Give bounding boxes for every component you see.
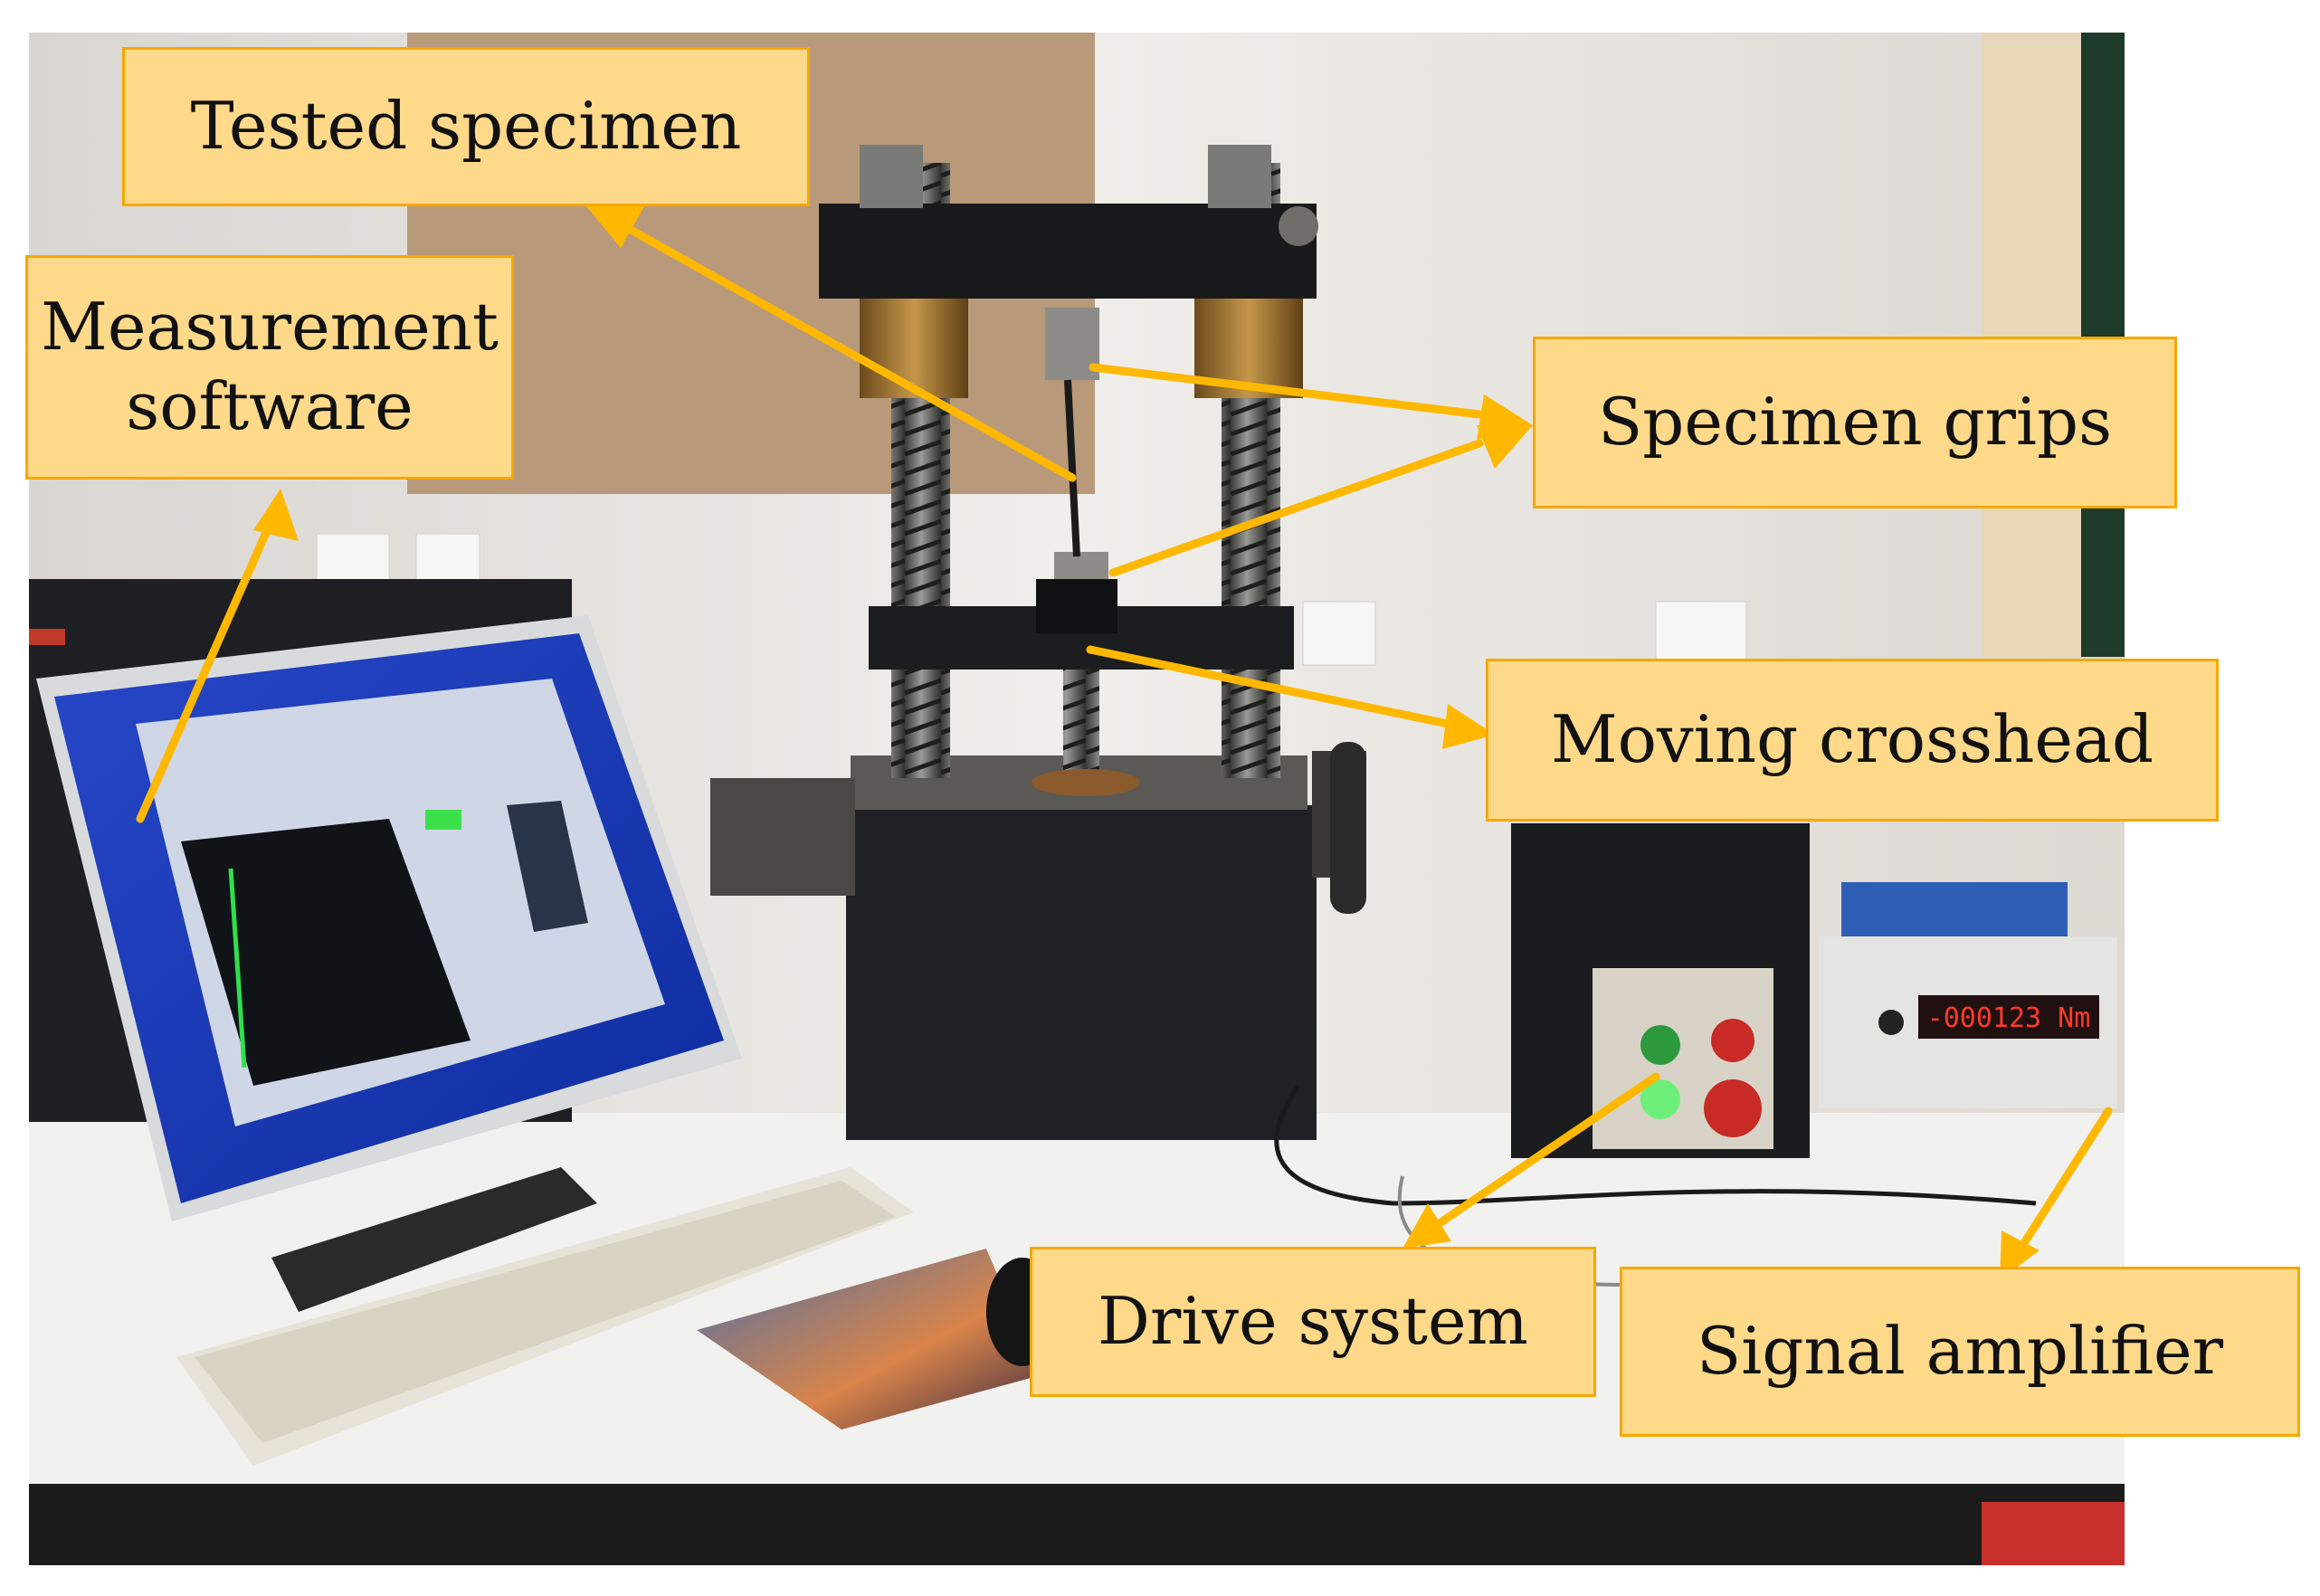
arrow-measurement-software	[136, 516, 276, 823]
label-drive-system: Drive system	[1030, 1247, 1596, 1397]
arrow-drive-system	[1430, 1072, 1660, 1231]
label-specimen-grips-text: Specimen grips	[1597, 384, 2113, 461]
amplifier-device: -000123 Nm	[1819, 882, 2117, 1108]
arrow-signal-amplifier	[2013, 1107, 2113, 1258]
annotation-arrows	[136, 206, 2113, 1280]
label-measurement-software: Measurement software	[25, 255, 514, 480]
monitor	[36, 615, 742, 1312]
label-tested-specimen: Tested specimen	[122, 47, 810, 206]
arrow-tested-specimen	[620, 222, 1077, 482]
label-signal-amplifier-text: Signal amplifier	[1696, 1313, 2224, 1390]
drive-box	[1511, 823, 1810, 1158]
label-specimen-grips: Specimen grips	[1533, 337, 2177, 508]
label-signal-amplifier: Signal amplifier	[1620, 1267, 2300, 1437]
label-measurement-software-line2: software	[126, 368, 414, 444]
arrowhead-tested-specimen	[586, 206, 644, 248]
arrow-grips-bottom	[1108, 439, 1484, 577]
arrow-grips-top	[1089, 363, 1484, 419]
label-moving-crosshead-text: Moving crosshead	[1550, 701, 2154, 778]
amplifier-readout: -000123 Nm	[1927, 1002, 2091, 1034]
label-drive-system-text: Drive system	[1098, 1283, 1528, 1360]
arrow-moving-crosshead	[1086, 645, 1452, 728]
label-measurement-software-line1: Measurement	[41, 289, 499, 366]
label-tested-specimen-text: Tested specimen	[190, 88, 742, 165]
label-moving-crosshead: Moving crosshead	[1486, 659, 2219, 822]
